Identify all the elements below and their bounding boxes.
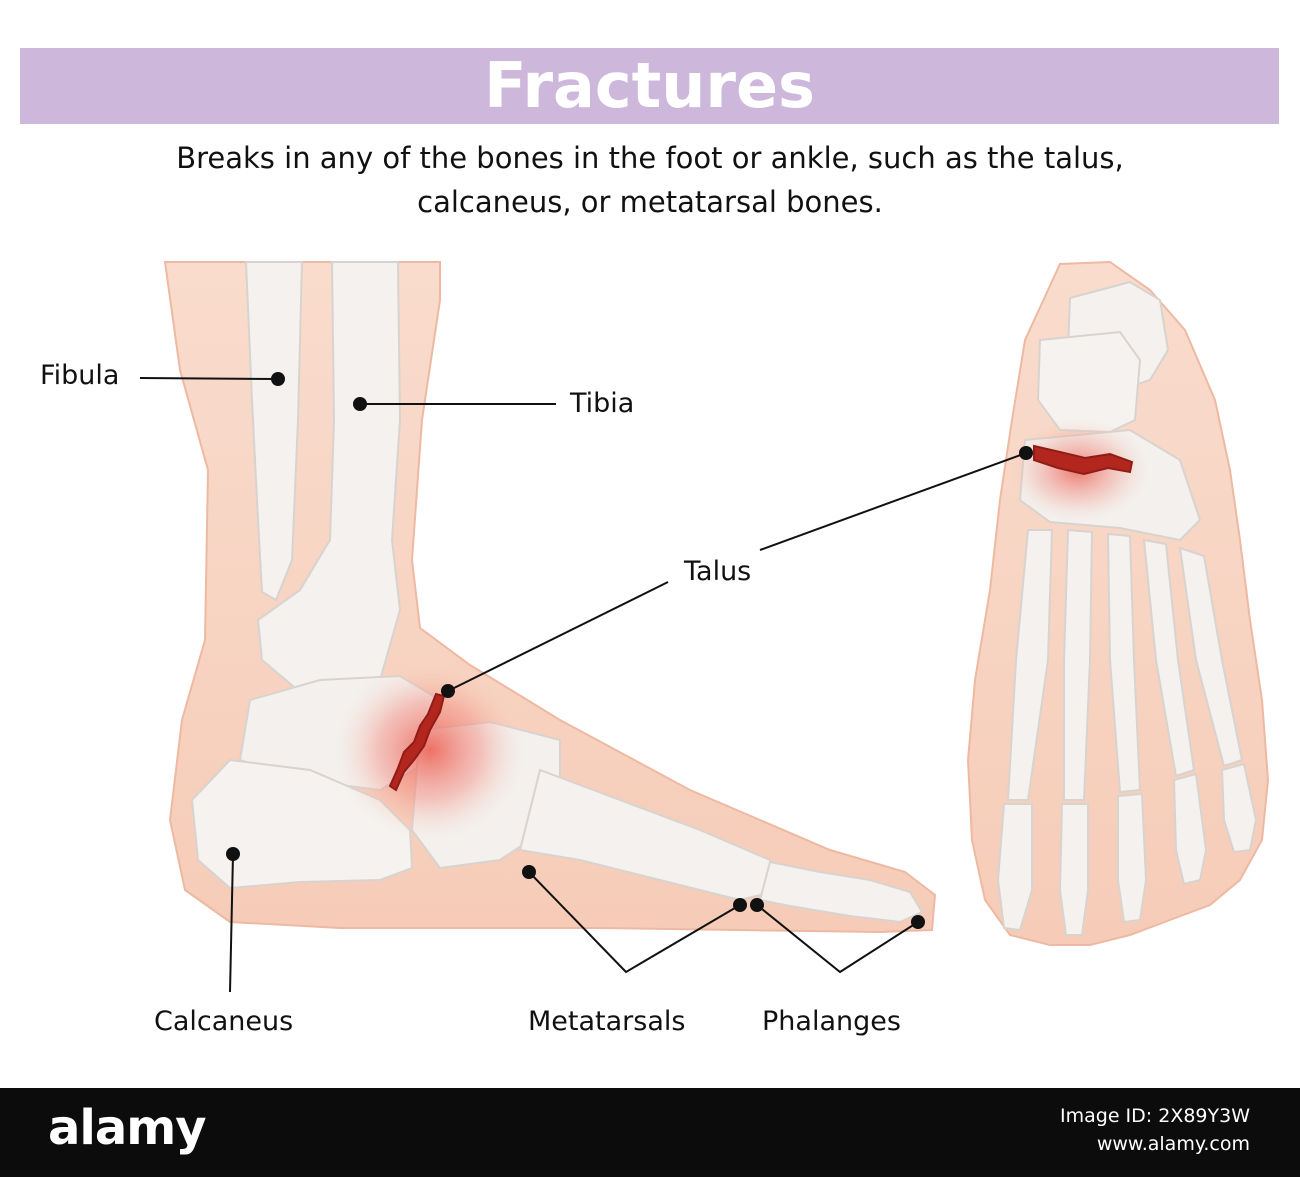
label-talus: Talus — [684, 556, 752, 587]
leader-lines — [139, 377, 1027, 993]
talus-dot-side — [441, 684, 455, 698]
leader-dots — [226, 372, 1033, 929]
fibula-dot — [271, 372, 285, 386]
talus-dot-top — [1019, 446, 1033, 460]
label-metatarsals: Metatarsals — [528, 1006, 686, 1037]
top-fracture-line — [1033, 444, 1134, 476]
phalanges-dot-2 — [911, 915, 925, 929]
subtitle-line-2: calcaneus, or metatarsal bones. — [417, 185, 883, 219]
label-tibia: Tibia — [570, 388, 635, 419]
label-fibula: Fibula — [40, 360, 120, 391]
phalanges-dot — [750, 898, 764, 912]
metatarsals-dot — [522, 865, 536, 879]
title-banner: Fractures — [20, 48, 1279, 124]
metatarsal-bones — [518, 768, 782, 902]
phalanx-bones — [758, 860, 924, 924]
side-view-foot — [163, 261, 937, 934]
footer-image-info: Image ID: 2X89Y3W www.alamy.com — [1060, 1102, 1250, 1158]
subtitle-line-1: Breaks in any of the bones in the foot o… — [176, 141, 1124, 175]
label-phalanges: Phalanges — [762, 1006, 901, 1037]
calcaneus-leader — [229, 853, 234, 993]
side-fracture-glow — [335, 660, 525, 840]
metatarsals-dot-2 — [733, 898, 747, 912]
top-metatarsal-bones — [1006, 528, 1244, 801]
top-view-foot — [966, 260, 1270, 946]
calcaneus-dot — [226, 847, 240, 861]
talus-leader-side — [447, 581, 669, 692]
footer-bar: alamy Image ID: 2X89Y3W www.alamy.com — [0, 1088, 1300, 1177]
label-calcaneus: Calcaneus — [154, 1006, 294, 1037]
talus-leader-top — [759, 452, 1027, 551]
footer-site: www.alamy.com — [1096, 1133, 1250, 1155]
footer-image-id: Image ID: 2X89Y3W — [1060, 1105, 1250, 1127]
page-title: Fractures — [484, 49, 815, 122]
subtitle: Breaks in any of the bones in the foot o… — [100, 136, 1200, 224]
top-phalanx-bones — [996, 762, 1258, 936]
fibula-leader — [139, 377, 279, 380]
foot-diagram — [139, 260, 1270, 993]
fibula-bone — [244, 261, 304, 602]
metatarsals-leader — [528, 871, 741, 974]
top-talus-bone — [1036, 330, 1142, 434]
phalanges-leader — [756, 904, 919, 974]
tibia-dot — [353, 397, 367, 411]
footer-brand-logo: alamy — [48, 1100, 207, 1156]
side-fracture-line — [388, 692, 446, 792]
